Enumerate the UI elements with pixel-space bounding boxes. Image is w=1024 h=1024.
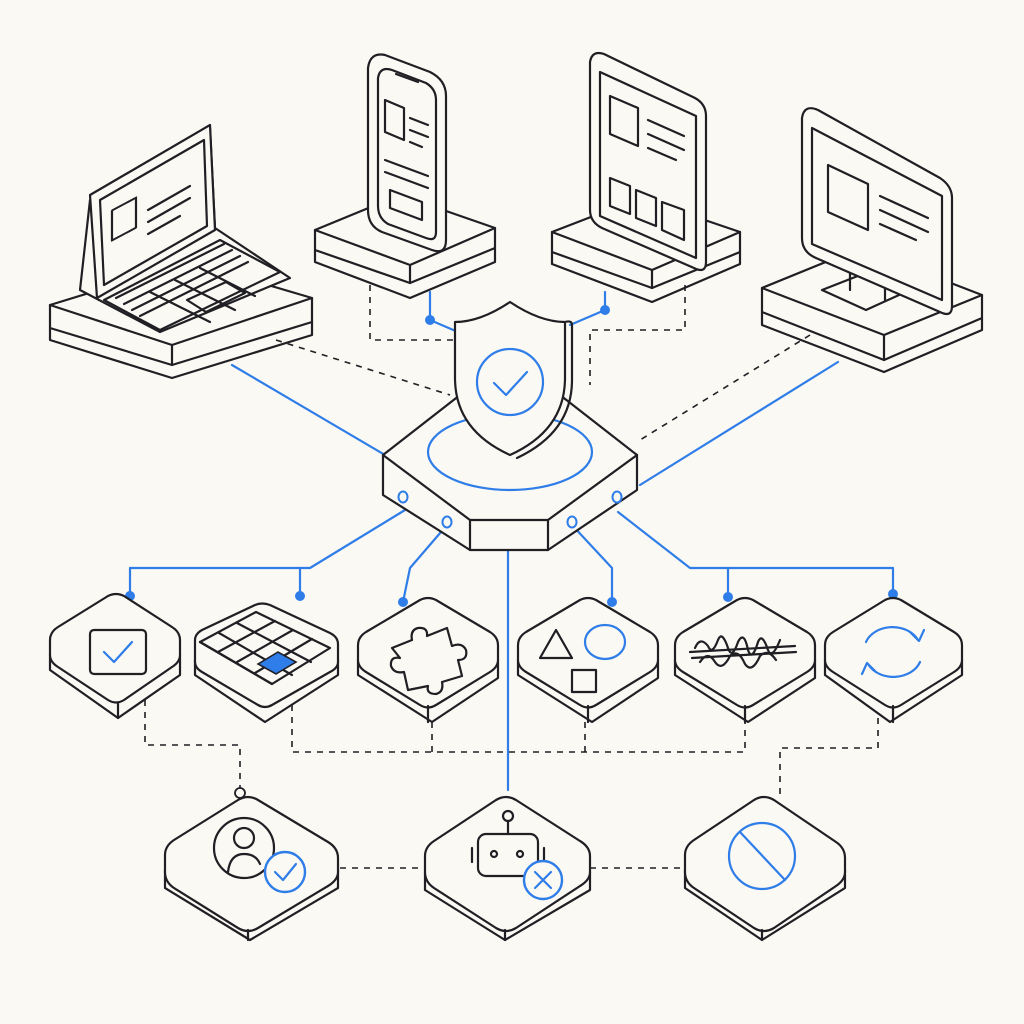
outcome-human-verified [163, 795, 340, 942]
distorted-text-icon [688, 635, 798, 669]
device-laptop [48, 123, 314, 380]
challenge-checkbox [48, 592, 182, 720]
connectors [125, 285, 898, 869]
image-grid-icon [198, 610, 332, 686]
outcome-bot-rejected [423, 795, 592, 942]
shapes-icon [538, 623, 627, 694]
challenge-image-grid [193, 602, 340, 724]
bot-x-icon [470, 809, 564, 901]
shield-check-icon [453, 300, 574, 460]
device-phone [313, 53, 497, 300]
challenge-puzzle [356, 596, 500, 724]
challenge-distorted-text [673, 596, 817, 724]
challenge-refresh [823, 596, 964, 724]
user-check-icon [212, 816, 307, 894]
device-monitor [760, 107, 984, 374]
refresh-icon [860, 626, 926, 678]
hub-server [381, 300, 639, 552]
challenge-shapes [516, 596, 660, 724]
puzzle-icon [389, 626, 468, 696]
checkbox-icon [88, 628, 148, 676]
device-tablet [550, 51, 742, 304]
blocked-icon [727, 821, 797, 891]
outcome-blocked [683, 795, 847, 942]
